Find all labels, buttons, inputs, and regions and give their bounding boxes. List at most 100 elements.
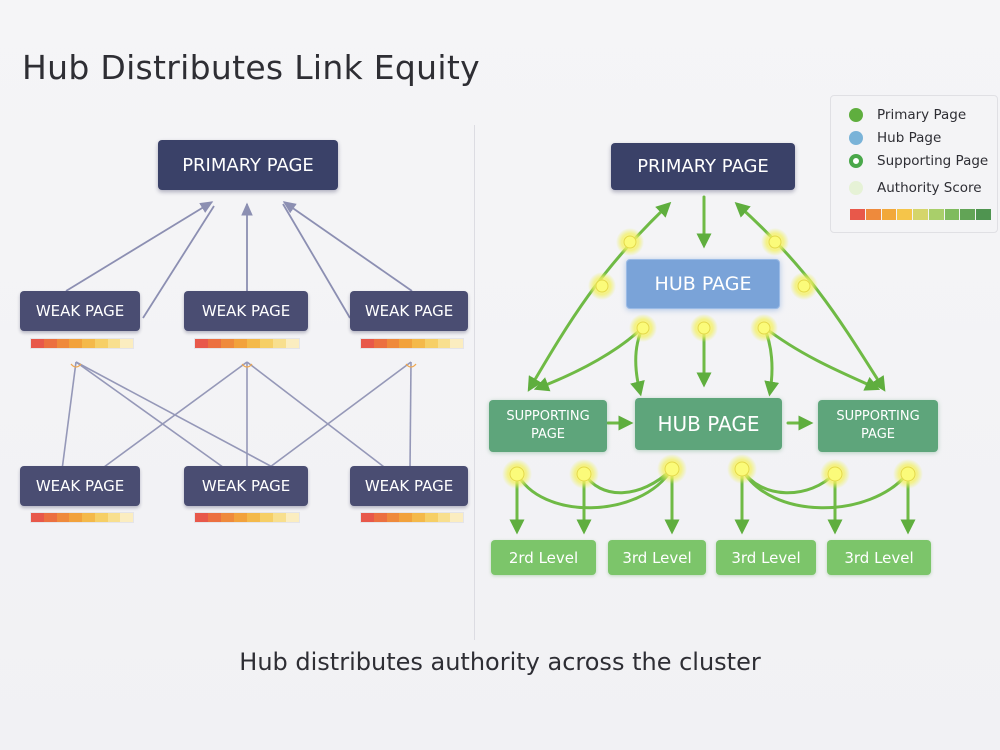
supporting-ring-icon xyxy=(849,154,863,168)
left-upward-links xyxy=(65,201,413,319)
caption: Hub distributes authority across the clu… xyxy=(239,648,761,676)
meter-segment xyxy=(437,513,451,522)
meter-segment xyxy=(221,513,234,522)
meter-segment xyxy=(234,339,247,348)
meter-segment xyxy=(386,339,400,348)
legend-item-hub: Hub Page xyxy=(849,130,941,146)
scale-segment xyxy=(928,209,944,220)
glow-points xyxy=(502,228,923,489)
authority-score-scale xyxy=(850,209,992,220)
authority-meter xyxy=(30,512,134,523)
level-node-1: 2rd Level xyxy=(491,540,596,575)
meter-segment xyxy=(56,513,70,522)
authority-meter xyxy=(30,338,134,349)
meter-segment xyxy=(82,339,95,348)
left-cross-links xyxy=(61,361,412,471)
authority-meter xyxy=(194,338,300,349)
scale-segment xyxy=(913,209,928,220)
legend-label: Primary Page xyxy=(877,107,967,123)
authority-meter xyxy=(194,512,300,523)
legend-item-authority: Authority Score xyxy=(849,180,982,196)
scale-segment xyxy=(850,209,865,220)
hub-page-top: HUB PAGE xyxy=(626,259,780,309)
meter-segment xyxy=(373,339,387,348)
scale-segment xyxy=(976,209,992,220)
left-primary-page: PRIMARY PAGE xyxy=(158,140,338,190)
meter-segment xyxy=(94,513,108,522)
meter-segment xyxy=(221,339,234,348)
hub-page-center: HUB PAGE xyxy=(635,398,782,450)
panel-divider xyxy=(474,125,475,640)
legend-label: Hub Page xyxy=(877,130,942,146)
left-junction-marks xyxy=(70,363,417,368)
left-weak-page-bottom-3: WEAK PAGE xyxy=(350,466,468,506)
meter-segment xyxy=(82,513,95,522)
meter-segment xyxy=(107,339,121,348)
legend-label: Authority Score xyxy=(877,180,982,196)
scale-segment xyxy=(960,209,976,220)
meter-segment xyxy=(424,339,438,348)
meter-segment xyxy=(43,513,57,522)
meter-segment xyxy=(386,513,400,522)
meter-segment xyxy=(373,513,387,522)
meter-segment xyxy=(56,339,70,348)
scale-segment xyxy=(881,209,897,220)
legend: Primary Page Hub Page Supporting Page Au… xyxy=(830,95,998,233)
left-weak-page-top-2: WEAK PAGE xyxy=(184,291,308,331)
meter-segment xyxy=(412,339,425,348)
meter-segment xyxy=(43,339,57,348)
meter-segment xyxy=(69,339,82,348)
hub-dot-icon xyxy=(849,131,863,145)
scale-segment xyxy=(944,209,960,220)
meter-segment xyxy=(361,339,374,348)
left-weak-page-top-1: WEAK PAGE xyxy=(20,291,140,331)
meter-segment xyxy=(286,339,299,348)
meter-segment xyxy=(31,513,44,522)
legend-item-supporting: Supporting Page xyxy=(849,153,988,169)
left-weak-page-bottom-2: WEAK PAGE xyxy=(184,466,308,506)
page-title: Hub Distributes Link Equity xyxy=(22,48,480,87)
meter-segment xyxy=(399,513,412,522)
meter-segment xyxy=(94,339,108,348)
scale-segment xyxy=(897,209,913,220)
supporting-page-right: SUPPORTING PAGE xyxy=(818,400,938,452)
left-weak-page-bottom-1: WEAK PAGE xyxy=(20,466,140,506)
meter-segment xyxy=(273,339,286,348)
left-weak-page-top-3: WEAK PAGE xyxy=(350,291,468,331)
meter-segment xyxy=(69,513,82,522)
meter-segment xyxy=(260,513,273,522)
supporting-page-left: SUPPORTING PAGE xyxy=(489,400,607,452)
meter-segment xyxy=(424,513,438,522)
meter-segment xyxy=(120,513,133,522)
meter-segment xyxy=(273,513,286,522)
meter-segment xyxy=(120,339,133,348)
authority-meter xyxy=(360,338,464,349)
right-primary-page: PRIMARY PAGE xyxy=(611,143,795,190)
meter-segment xyxy=(260,339,273,348)
meter-segment xyxy=(208,513,221,522)
primary-dot-icon xyxy=(849,108,863,122)
meter-segment xyxy=(399,339,412,348)
meter-segment xyxy=(450,513,463,522)
meter-segment xyxy=(195,339,208,348)
meter-segment xyxy=(286,513,299,522)
meter-segment xyxy=(247,339,260,348)
scale-segment xyxy=(865,209,881,220)
level-node-2: 3rd Level xyxy=(608,540,706,575)
legend-item-primary: Primary Page xyxy=(849,107,966,123)
meter-segment xyxy=(412,513,425,522)
meter-segment xyxy=(361,513,374,522)
legend-label: Supporting Page xyxy=(877,153,989,169)
meter-segment xyxy=(107,513,121,522)
meter-segment xyxy=(437,339,451,348)
meter-segment xyxy=(31,339,44,348)
authority-dot-icon xyxy=(849,181,863,195)
level-node-4: 3rd Level xyxy=(827,540,931,575)
meter-segment xyxy=(208,339,221,348)
meter-segment xyxy=(234,513,247,522)
meter-segment xyxy=(450,339,463,348)
meter-segment xyxy=(195,513,208,522)
authority-meter xyxy=(360,512,464,523)
level-node-3: 3rd Level xyxy=(716,540,816,575)
